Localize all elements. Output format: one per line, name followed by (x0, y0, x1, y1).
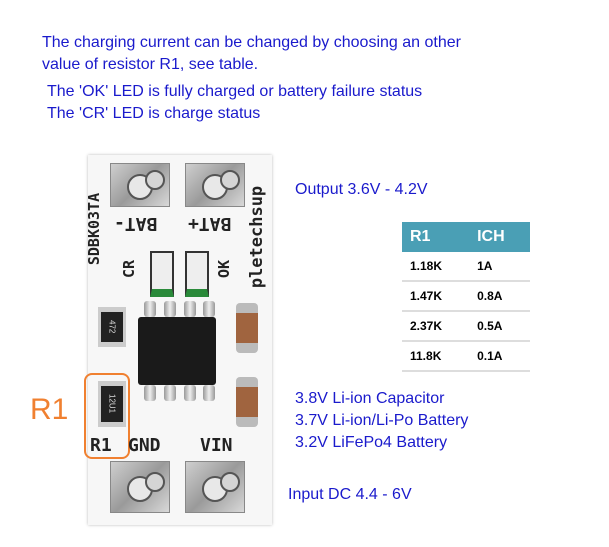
bat-minus-pad (110, 163, 170, 207)
cr-label: CR (120, 259, 139, 279)
battery-label-3: 3.2V LiFePo4 Battery (295, 434, 448, 451)
charger-ic-chip (138, 317, 216, 385)
gnd-pad (110, 461, 170, 513)
ok-led (185, 251, 209, 297)
header-ich: ICH (469, 222, 530, 252)
intro-line-3: The 'OK' LED is fully charged or battery… (47, 83, 423, 100)
cr-led (150, 251, 174, 297)
battery-label-1: 3.8V Li-ion Capacitor (295, 390, 445, 407)
vin-label: VIN (200, 435, 233, 456)
r1-highlight-box (84, 373, 130, 459)
vin-pad (185, 461, 245, 513)
output-label: Output 3.6V - 4.2V (295, 181, 428, 198)
intro-line-2: value of resistor R1, see table. (42, 56, 259, 73)
bat-plus-pad (185, 163, 245, 207)
input-label: Input DC 4.4 - 6V (288, 486, 412, 503)
capacitor-bottom (236, 377, 258, 427)
brand-label: pletechsup (247, 185, 268, 289)
intro-line-4: The 'CR' LED is charge status (47, 105, 261, 122)
r1-board-label: R1 (90, 435, 112, 456)
intro-line-1: The charging current can be changed by c… (42, 34, 461, 51)
capacitor-top (236, 303, 258, 353)
bat-plus-label: BAT+ (188, 213, 232, 234)
pcb-board: BAT- BAT+ SDBK03TA pletechsup CR OK 472 … (84, 155, 272, 525)
model-label: SDBK03TA (85, 192, 104, 266)
header-r1: R1 (402, 222, 470, 252)
resistor-472: 472 (98, 307, 126, 347)
ok-label: OK (215, 259, 234, 279)
resistor-r1: 12U1 (98, 381, 126, 427)
r1-callout-label: R1 (30, 393, 69, 426)
battery-label-2: 3.7V Li-ion/Li-Po Battery (295, 412, 469, 429)
gnd-label: GND (128, 435, 161, 456)
bat-minus-label: BAT- (114, 213, 158, 234)
